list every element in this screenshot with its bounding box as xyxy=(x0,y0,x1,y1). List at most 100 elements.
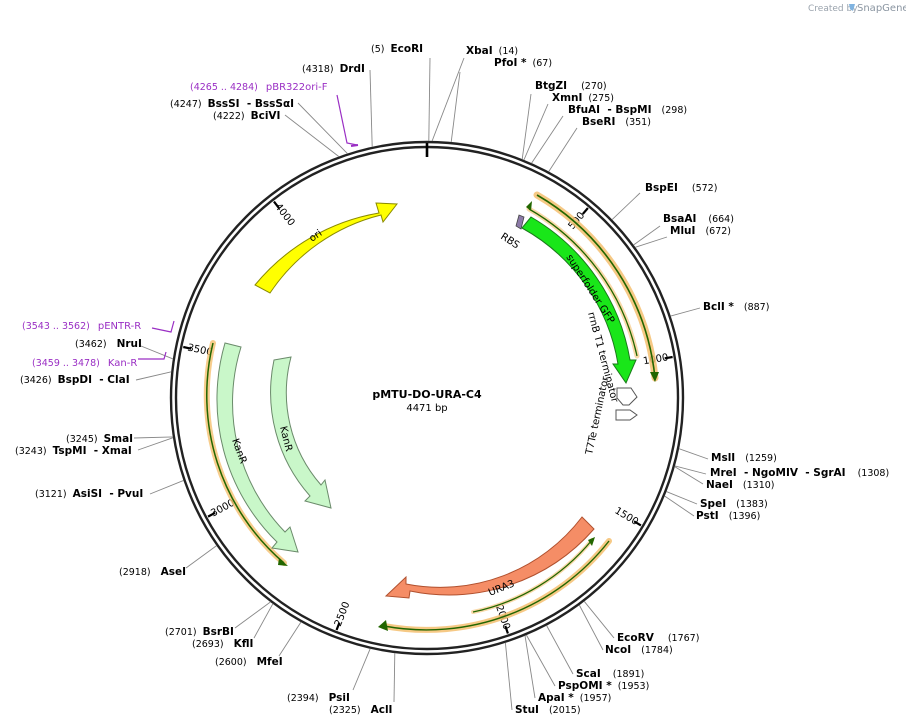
site-psti-label[interactable]: PstI(1396) xyxy=(696,510,760,522)
tick-500 xyxy=(581,207,589,215)
site-naei-label[interactable]: NaeI(1310) xyxy=(706,479,775,491)
backbone-outer-circle xyxy=(169,140,685,656)
site-psii-label[interactable]: (2394)PsiI xyxy=(287,692,350,704)
site-leader-664 xyxy=(633,225,661,246)
site-leader-1767 xyxy=(583,601,615,639)
site-drdi-label[interactable]: (4318)DrdI xyxy=(302,63,365,75)
site-mfei-label[interactable]: (2600)MfeI xyxy=(215,656,283,668)
site-ecorv-label[interactable]: EcoRV(1767) xyxy=(617,632,699,644)
primer-kan-r-leader xyxy=(138,351,167,360)
site-leader-298 xyxy=(531,115,564,164)
site-asisi-pvui-label[interactable]: (3121)AsiSI - PvuI xyxy=(35,488,143,500)
site-bseri-label[interactable]: BseRI(351) xyxy=(582,116,651,128)
site-leader-572 xyxy=(611,192,641,221)
site-bsssi-bsssai-label[interactable]: (4247)BssSI - BssSαI xyxy=(170,98,294,110)
site-leader-1396 xyxy=(664,495,695,517)
site-smai-label[interactable]: (3245)SmaI xyxy=(66,433,133,445)
snapgene-brand-text: SnapGene xyxy=(857,3,906,14)
rrnb-t1-terminator-feature xyxy=(616,387,638,406)
gfp-orf-line xyxy=(536,194,656,379)
kanr-feature-1 xyxy=(216,342,299,553)
site-leader-1308 xyxy=(674,465,707,475)
primer-pentr-r-label[interactable]: (3543 .. 3562)pENTR-R xyxy=(22,321,141,332)
site-msli-label[interactable]: MslI(1259) xyxy=(711,452,777,464)
created-by-text: Created by xyxy=(808,4,858,14)
site-asei-label[interactable]: (2918)AseI xyxy=(119,566,186,578)
site-leader-672 xyxy=(635,236,668,248)
plasmid-name: pMTU-DO-URA-C4 xyxy=(372,388,482,401)
gfp-inner-orf-arrowhead xyxy=(526,201,532,211)
site-xbai-label[interactable]: XbaI(14) xyxy=(466,45,518,57)
primer-pbr322ori-f-leader xyxy=(336,94,358,146)
site-leader-lines xyxy=(133,57,709,711)
site-kfli-label[interactable]: (2693)KflI xyxy=(192,638,253,650)
site-leader-3243 xyxy=(137,437,174,451)
site-leader-67 xyxy=(450,71,461,143)
primer-pentr-r[interactable] xyxy=(151,320,175,333)
site-ecori-label[interactable]: (5)EcoRI xyxy=(371,43,423,55)
site-leader-1310 xyxy=(674,466,704,485)
kanr-feature-2 xyxy=(270,356,332,509)
site-acli-label[interactable]: (2325)AclI xyxy=(329,704,392,716)
site-bspdi-clai-label[interactable]: (3426)BspDI - ClaI xyxy=(20,374,130,386)
tick-3500 xyxy=(183,345,192,350)
t7te-terminator-feature xyxy=(615,409,638,421)
site-bcli-label[interactable]: BclI *(887) xyxy=(703,301,769,313)
site-leader-1784 xyxy=(578,604,604,651)
site-leader-4247 xyxy=(297,102,348,154)
site-bcivi-label[interactable]: (4222)BciVI xyxy=(213,110,280,122)
tick-1000 xyxy=(664,355,673,360)
site-leader-351 xyxy=(548,127,578,172)
site-leader-270 xyxy=(521,93,532,160)
site-leader-4318 xyxy=(369,69,373,147)
site-scai-label[interactable]: ScaI(1891) xyxy=(576,668,644,680)
kanr-orf-arrowhead xyxy=(278,558,288,566)
ura3-inner-orf-line xyxy=(472,539,593,613)
site-bfuai-bspmi-label[interactable]: BfuAI - BspMI(298) xyxy=(568,104,687,116)
snapgene-logo-icon xyxy=(849,4,855,11)
site-tspmi-xmai-label[interactable]: (3243)TspMI - XmaI xyxy=(15,445,132,457)
primer-kan-r[interactable] xyxy=(138,351,167,360)
site-bspei-label[interactable]: BspEI(572) xyxy=(645,182,717,194)
site-leader-4222 xyxy=(284,114,340,157)
site-nrui-label[interactable]: (3462)NruI xyxy=(75,338,142,350)
tick-1500 xyxy=(633,520,642,527)
site-mrei-ngomiv-sgrai-label[interactable]: MreI - NgoMIV - SgrAI(1308) xyxy=(710,467,889,479)
ura3-orf-line xyxy=(383,540,610,631)
tick-2500 xyxy=(335,622,341,631)
site-leader-3462 xyxy=(140,345,174,360)
site-spei-label[interactable]: SpeI(1383) xyxy=(700,498,768,510)
site-stui-label[interactable]: StuI(2015) xyxy=(515,704,581,716)
primer-pbr322ori-f-mark xyxy=(350,144,359,147)
kanr-orf-line xyxy=(206,342,285,564)
site-leader-2394 xyxy=(352,648,371,691)
site-leader-1891 xyxy=(546,625,574,675)
site-ncoi-label[interactable]: NcoI(1784) xyxy=(605,644,673,656)
site-xmni-label[interactable]: XmnI(275) xyxy=(552,92,614,104)
site-pfoi-label[interactable]: PfoI *(67) xyxy=(494,57,552,69)
primer-pbr322ori-f[interactable] xyxy=(336,94,359,147)
site-bsrbi-label[interactable]: (2701)BsrBI xyxy=(165,626,234,638)
site-leader-3245 xyxy=(133,436,174,439)
site-leader-2015 xyxy=(504,642,513,711)
site-leader-3426 xyxy=(135,371,172,381)
site-leader-3121 xyxy=(149,479,184,495)
site-btgzi-label[interactable]: BtgZI(270) xyxy=(535,80,607,92)
site-leader-1957 xyxy=(524,635,536,699)
site-leader-1953 xyxy=(526,634,556,687)
site-pspomi-label[interactable]: PspOMI *(1953) xyxy=(558,680,649,692)
rbs-feature xyxy=(515,214,525,230)
primer-pbr322ori-f-label[interactable]: (4265 .. 4284)pBR322ori-F xyxy=(190,82,328,93)
site-mlui-label[interactable]: MluI(672) xyxy=(670,225,731,237)
site-bsaai-label[interactable]: BsaAI(664) xyxy=(663,213,734,225)
site-leader-5 xyxy=(428,57,431,142)
primer-pentr-r-leader xyxy=(151,320,175,333)
tick-label-1500: 1500 xyxy=(613,505,640,527)
site-apai-label[interactable]: ApaI *(1957) xyxy=(538,692,611,704)
tick-label-4000: 4000 xyxy=(272,202,296,229)
superfolder-gfp-feature xyxy=(521,216,637,385)
ura3-feature xyxy=(384,516,595,599)
tick-label-2500: 2500 xyxy=(333,600,352,628)
primer-kan-r-label[interactable]: (3459 .. 3478)Kan-R xyxy=(32,358,137,369)
